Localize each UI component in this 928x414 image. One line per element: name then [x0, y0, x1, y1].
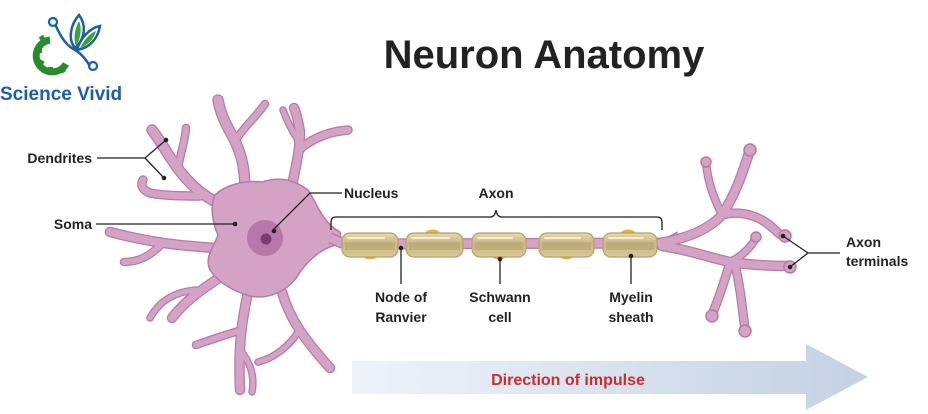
label-schwann-cell-line2: cell — [488, 309, 511, 325]
dendrite-branch — [235, 288, 252, 394]
dendrite-branch — [255, 329, 301, 365]
leader-lines — [96, 137, 840, 284]
dendrite-branch — [237, 347, 256, 395]
label-node-of-ranvier-line2: Ranvier — [375, 309, 427, 325]
synaptic-bulb — [700, 156, 712, 168]
label-node-of-ranvier-line1: Node of — [375, 289, 427, 305]
myelin-segment — [405, 229, 464, 258]
synaptic-bulb — [750, 231, 762, 243]
impulse-label: Direction of impulse — [491, 372, 645, 389]
label-nucleus: Nucleus — [344, 185, 399, 201]
terminal-branch — [708, 258, 734, 319]
direction-of-impulse-arrow: Direction of impulse — [352, 344, 868, 410]
dendrite-branch — [138, 176, 204, 200]
label-axon: Axon — [479, 185, 514, 201]
science-vivid-logo: Science Vivid — [0, 13, 122, 105]
synaptic-bulb — [743, 143, 757, 157]
myelin-segment — [341, 232, 399, 260]
myelin-segment — [538, 232, 595, 260]
myelin-band — [345, 242, 395, 250]
label-myelin-sheath-line1: Myelin — [609, 289, 653, 305]
label-schwann-cell-line1: Schwann — [469, 289, 530, 305]
myelin-segment — [602, 229, 658, 258]
synaptic-bulb — [738, 324, 752, 338]
label-dendrites: Dendrites — [27, 150, 92, 166]
dendrite-branch — [175, 125, 189, 171]
page-title: Neuron Anatomy — [384, 33, 706, 77]
terminal-branch — [731, 261, 749, 334]
label-axon-terminals-line2: terminals — [846, 253, 908, 269]
label-axon-terminals-line1: Axon — [846, 234, 881, 250]
dendrite-branch — [280, 107, 301, 143]
myelin-segment — [471, 232, 527, 260]
dendrite-branch — [288, 104, 304, 190]
dendrite-branch — [278, 288, 334, 372]
dendrite-branch — [213, 95, 250, 195]
brand-name: Science Vivid — [0, 84, 122, 105]
dendrites — [104, 94, 353, 396]
myelin-band — [606, 242, 654, 250]
labels: Dendrites Soma Nucleus Axon Node of Ranv… — [27, 150, 908, 325]
dendrite-branch — [121, 243, 163, 265]
dendrite-branch — [193, 327, 245, 348]
myelin-band — [542, 242, 591, 250]
synaptic-bulb — [705, 309, 719, 323]
leaf-circuit-icon — [47, 13, 102, 72]
dendrite-branch — [233, 101, 268, 143]
gear-icon — [32, 34, 70, 76]
myelin-band — [409, 242, 460, 250]
dendrite-branch — [147, 287, 199, 321]
label-soma: Soma — [54, 216, 92, 232]
dendrite-branch — [295, 126, 352, 154]
dendrite-branch — [106, 228, 219, 252]
nucleolus — [260, 233, 272, 245]
dendrite-branch — [147, 125, 227, 210]
axon-terminal-branches — [654, 143, 797, 338]
myelin-sheath — [341, 229, 658, 260]
label-myelin-sheath-line2: sheath — [608, 309, 653, 325]
myelin-band — [475, 242, 523, 250]
